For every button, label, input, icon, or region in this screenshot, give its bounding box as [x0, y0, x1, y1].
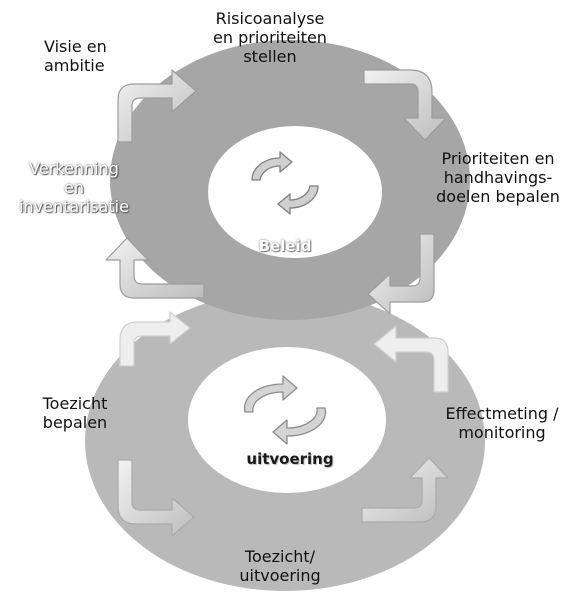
- arrow-uitvoering-to-effectmeting: [361, 457, 449, 523]
- uitvoering-cycle-icon: [243, 375, 327, 445]
- beleid-cycle-arrow-right: [277, 185, 319, 215]
- arrow-visie-to-risico: [117, 69, 197, 143]
- arrow-toezicht-to-uitvoering: [117, 459, 195, 537]
- uitvoering-label: uitvoering: [246, 450, 334, 468]
- arrow-center-to-verkenning: [105, 237, 205, 299]
- step-label-toezicht-uitvoering: Toezicht/ uitvoering: [239, 547, 321, 585]
- cycle-arrows: [105, 69, 449, 537]
- arrow-effectmeting-in: [373, 325, 449, 393]
- step-label-effectmeting-monitoring: Effectmeting / monitoring: [445, 404, 559, 442]
- arrow-prio-to-center: [367, 233, 435, 315]
- arrow-risico-to-prio: [363, 69, 447, 141]
- uitvoering-cycle-arrow-right: [272, 407, 327, 445]
- top-loop-ring: [110, 40, 470, 320]
- step-label-prioriteiten-en-handhavingsdoelen: Prioriteiten en handhavings- doelen bepa…: [436, 149, 560, 206]
- step-label-visie-en-ambitie: Visie en ambitie: [44, 37, 107, 75]
- step-label-risicoanalyse: Risicoanalyse en prioriteiten stellen: [213, 9, 327, 66]
- uitvoering-cycle-arrow-left: [243, 375, 298, 413]
- beleid-cycle-icon: [251, 151, 319, 215]
- arrow-toezicht-bepalen-up: [119, 311, 191, 367]
- beleid-cycle-arrow-left: [251, 151, 293, 181]
- step-label-toezicht-bepalen: Toezicht bepalen: [42, 394, 108, 432]
- step-label-verkenning-en-inventarisatie: Verkenning en inventarisatie: [19, 159, 129, 216]
- beleid-label: Beleid: [258, 237, 312, 255]
